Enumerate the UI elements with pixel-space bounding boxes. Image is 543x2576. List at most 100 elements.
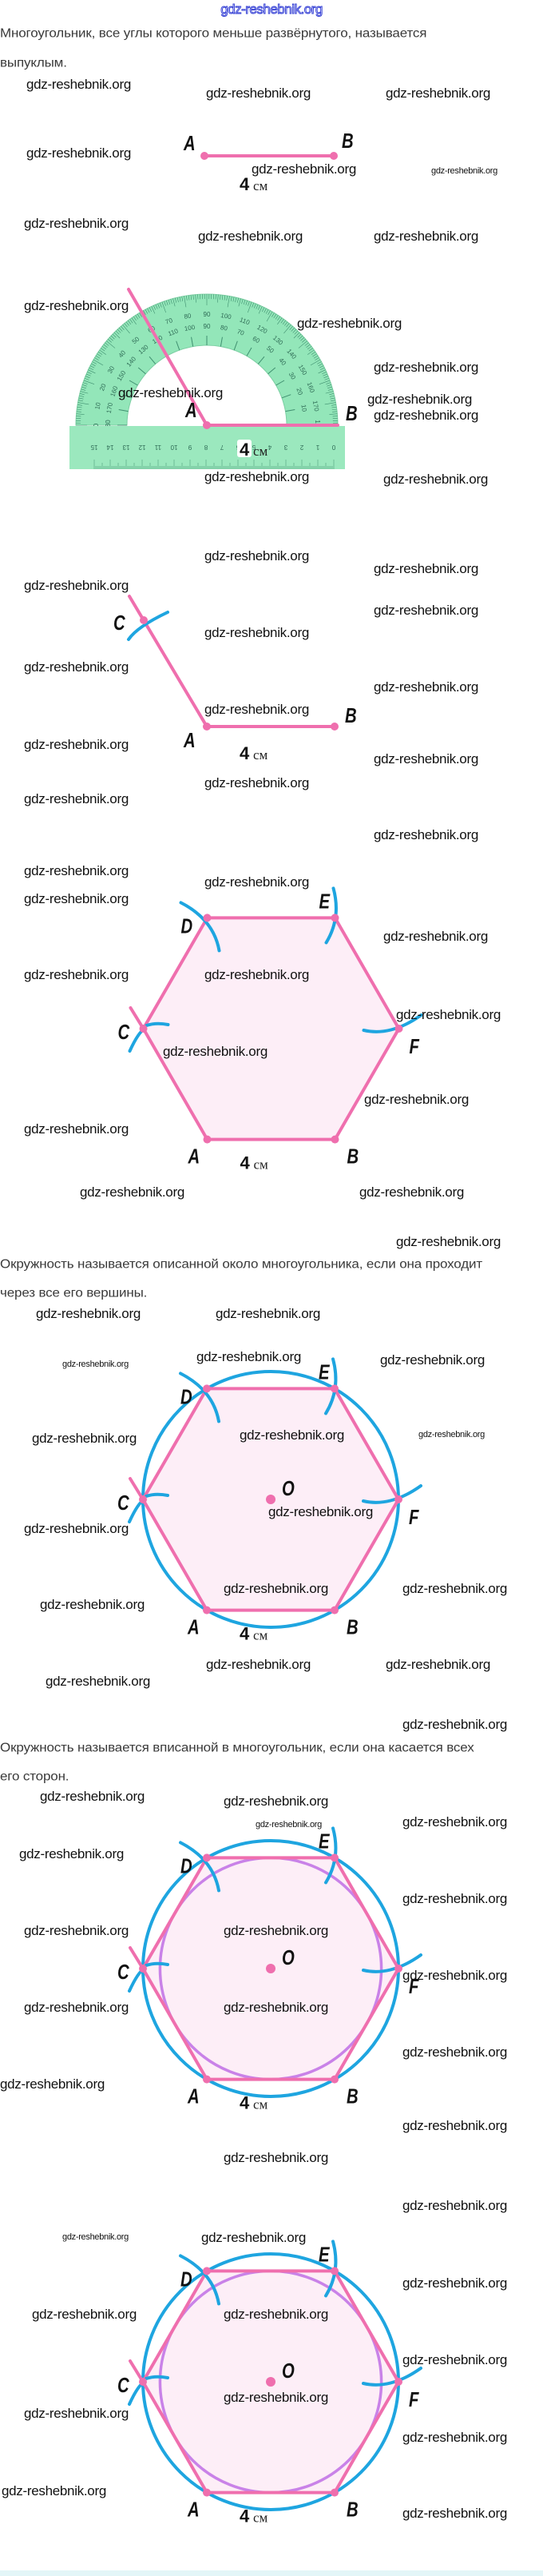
protractor-tick	[128, 320, 132, 324]
length-unit: см	[253, 178, 268, 193]
protractor-tick	[331, 408, 337, 411]
watermark-text: gdz-reshebnik.org	[24, 1121, 129, 1137]
protractor-tick	[302, 339, 306, 343]
vertex-dot	[331, 1853, 339, 1862]
vertex-label-b: B	[347, 2498, 359, 2521]
definition-circumscribed-line1: Окружность называется описанной около мн…	[0, 1257, 482, 1272]
protractor-inner-label: 110	[167, 327, 180, 337]
protractor-tick	[308, 348, 313, 352]
protractor-inner-label: 160	[109, 384, 119, 397]
protractor-tick	[77, 402, 89, 405]
protractor-tick	[248, 301, 252, 313]
protractor-tick	[266, 311, 273, 322]
vertex-label-b: B	[347, 1145, 359, 1168]
watermark-text: gdz-reshebnik.org	[198, 229, 303, 244]
protractor-major-tick	[268, 367, 276, 375]
vertex-label-a: A	[187, 2084, 200, 2108]
watermark-text: gdz-reshebnik.org	[204, 874, 309, 890]
watermark-text: gdz-reshebnik.org	[224, 2307, 328, 2322]
definition-inscribed-line1: Окружность называется вписанной в многоу…	[0, 1741, 474, 1755]
watermark-text: gdz-reshebnik.org	[402, 1581, 507, 1596]
protractor-tick	[77, 406, 82, 408]
watermark-text: gdz-reshebnik.org	[118, 385, 223, 400]
segment-ac	[128, 595, 208, 728]
length-value: 4	[240, 1153, 251, 1173]
protractor-tick	[329, 413, 338, 415]
protractor-tick	[230, 296, 232, 301]
protractor-tick	[115, 330, 120, 335]
protractor-tick	[109, 337, 113, 341]
protractor-inner-label: 170	[105, 402, 114, 414]
compass-arc	[362, 1484, 422, 1504]
watermark-text: gdz-reshebnik.org	[297, 316, 402, 331]
vertex-dot	[203, 2267, 211, 2275]
protractor-tick	[97, 353, 101, 357]
protractor-tick	[99, 349, 107, 355]
watermark-text: gdz-reshebnik.org	[367, 392, 472, 407]
watermark-text: gdz-reshebnik.org	[40, 1597, 145, 1612]
protractor-tick	[318, 363, 323, 367]
length-value: 4	[240, 743, 250, 763]
protractor-tick	[82, 382, 88, 384]
ruler-label: 7	[220, 444, 224, 451]
length-unit: см	[253, 2097, 268, 2112]
protractor-tick	[122, 324, 130, 334]
protractor-tick	[283, 324, 291, 334]
protractor-major-tick	[118, 409, 129, 412]
watermark-text: gdz-reshebnik.org	[383, 472, 488, 487]
extension-ac	[129, 1946, 145, 1970]
site-header-link[interactable]: gdz-reshebnik.org	[220, 2, 323, 18]
vertex-dot	[331, 2488, 339, 2497]
vertex-dot	[203, 914, 212, 922]
watermark-text: gdz-reshebnik.org	[24, 2000, 129, 2015]
vertex-dot	[331, 1384, 339, 1393]
compass-arc	[179, 1841, 220, 1893]
protractor-tick	[272, 313, 275, 317]
watermark-text: gdz-reshebnik.org	[40, 1789, 145, 1804]
watermark-text: gdz-reshebnik.org	[201, 2230, 306, 2245]
protractor-tick	[327, 388, 333, 391]
length-value: 4	[240, 2506, 250, 2526]
protractor-tick	[84, 377, 89, 380]
protractor-major-tick	[137, 367, 146, 375]
protractor-tick	[143, 310, 146, 315]
compass-arc	[362, 1013, 423, 1033]
vertex-label-a: A	[187, 1615, 200, 1638]
watermark-text: gdz-reshebnik.org	[364, 1092, 469, 1107]
center-label-o: O	[282, 2359, 295, 2383]
protractor-tick	[284, 321, 288, 326]
watermark-text: gdz-reshebnik.org	[24, 1923, 129, 1938]
protractor-tick	[253, 303, 256, 309]
ruler-body	[69, 426, 345, 469]
protractor-inner-label: 90	[204, 323, 211, 330]
vertex-label-b: B	[342, 129, 354, 153]
protractor-outer-label: 20	[98, 382, 108, 392]
protractor-outer-label: 0	[93, 423, 100, 427]
watermark-text: gdz-reshebnik.org	[374, 603, 478, 618]
vertex-dot	[203, 1135, 212, 1144]
protractor-tick	[264, 308, 267, 313]
protractor-tick	[103, 344, 108, 348]
protractor-tick	[313, 355, 319, 359]
protractor-tick	[92, 361, 97, 364]
watermark-text: gdz-reshebnik.org	[24, 659, 129, 675]
protractor-tick	[192, 294, 194, 300]
ruler-label: 13	[122, 444, 129, 451]
definition-circumscribed-line2: через все его вершины.	[0, 1286, 148, 1300]
watermark-text: gdz-reshebnik.org	[24, 737, 129, 752]
protractor-tick	[307, 346, 312, 350]
protractor-tick	[226, 295, 228, 301]
protractor-tick	[238, 298, 241, 307]
protractor-tick	[327, 384, 332, 387]
protractor-inner-label: 80	[220, 324, 228, 332]
protractor-tick	[172, 298, 176, 307]
protractor-tick	[329, 393, 335, 396]
definition-convex-line2: выпуклым.	[0, 56, 67, 70]
watermark-text: gdz-reshebnik.org	[19, 1846, 124, 1861]
vertex-label-b: B	[347, 1615, 359, 1638]
ruler-label: 9	[188, 444, 192, 451]
protractor-tick	[87, 372, 92, 375]
vertex-dot	[139, 2378, 147, 2386]
